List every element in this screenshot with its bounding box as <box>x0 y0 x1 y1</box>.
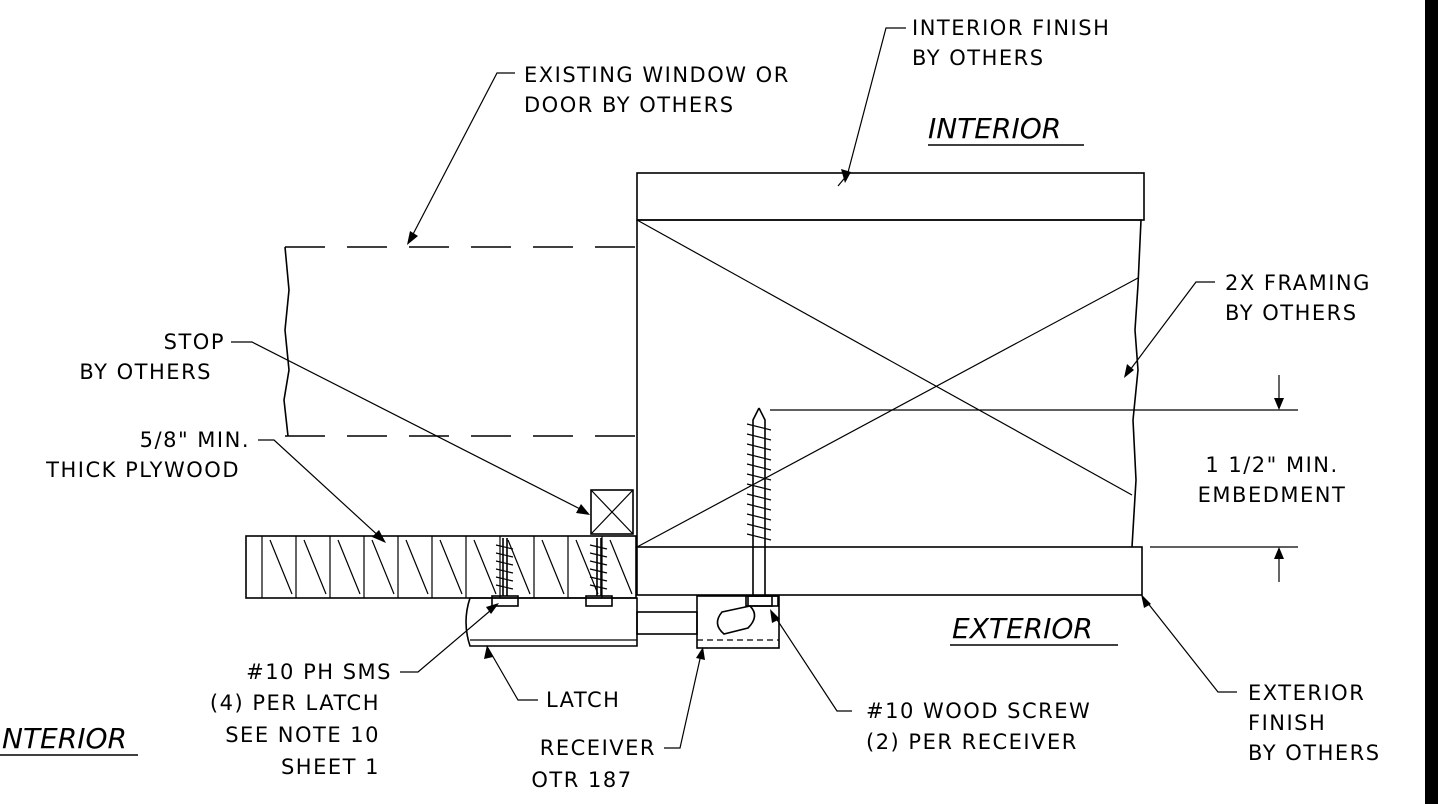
existing-window-line-1: EXISTING WINDOW OR <box>524 63 790 87</box>
interior-label-top: INTERIOR <box>928 112 1061 145</box>
wood-screw-line-1: #10 WOOD SCREW <box>866 699 1091 723</box>
leader-arrowheads <box>372 169 1151 660</box>
sms-screw-1 <box>491 538 519 607</box>
interior-label-left: NTERIOR <box>2 722 127 755</box>
framing-line-2: BY OTHERS <box>1225 301 1358 325</box>
sms-line-2: (4) PER LATCH <box>210 691 380 715</box>
embedment-dimension <box>770 375 1298 582</box>
exterior-finish-line-3: BY OTHERS <box>1248 741 1381 765</box>
plywood-panel <box>245 535 637 599</box>
receiver-line-2: OTR 187 <box>531 768 632 792</box>
wood-screw-line-2: (2) PER RECEIVER <box>866 730 1078 754</box>
stop-line-1: STOP <box>164 330 225 354</box>
stop-block <box>590 489 634 535</box>
embedment-line-1: 1 1/2" MIN. <box>1205 453 1338 477</box>
sheet-border <box>1425 0 1438 804</box>
interior-finish-board <box>636 172 1145 221</box>
interior-finish-line-2: BY OTHERS <box>912 46 1045 70</box>
receiver-body <box>696 595 780 649</box>
exterior-finish-board <box>636 546 1143 596</box>
sms-line-3: SEE NOTE 10 <box>225 723 380 747</box>
stop-line-2: BY OTHERS <box>79 360 212 384</box>
exterior-finish-line-2: FINISH <box>1248 711 1326 735</box>
wood-screw <box>745 407 773 607</box>
existing-window-line-2: DOOR BY OTHERS <box>524 93 735 117</box>
framing-member <box>636 219 1142 548</box>
exterior-label: EXTERIOR <box>952 612 1093 645</box>
framing-line-1: 2X FRAMING <box>1225 271 1371 295</box>
leader-lines <box>231 27 1237 749</box>
receiver-line-1: RECEIVER <box>540 736 656 760</box>
plywood-line-2: THICK PLYWOOD <box>45 458 240 482</box>
exterior-finish-line-1: EXTERIOR <box>1248 681 1365 705</box>
sms-line-1: #10 PH SMS <box>246 660 392 684</box>
sms-screw-2 <box>585 538 613 607</box>
existing-window-outline <box>283 246 637 437</box>
plywood-line-1: 5/8" MIN. <box>140 428 250 452</box>
sms-line-4: SHEET 1 <box>281 755 380 779</box>
latch-label: LATCH <box>546 688 620 712</box>
interior-finish-line-1: INTERIOR FINISH <box>912 16 1110 40</box>
embedment-line-2: EMBEDMENT <box>1198 483 1347 507</box>
